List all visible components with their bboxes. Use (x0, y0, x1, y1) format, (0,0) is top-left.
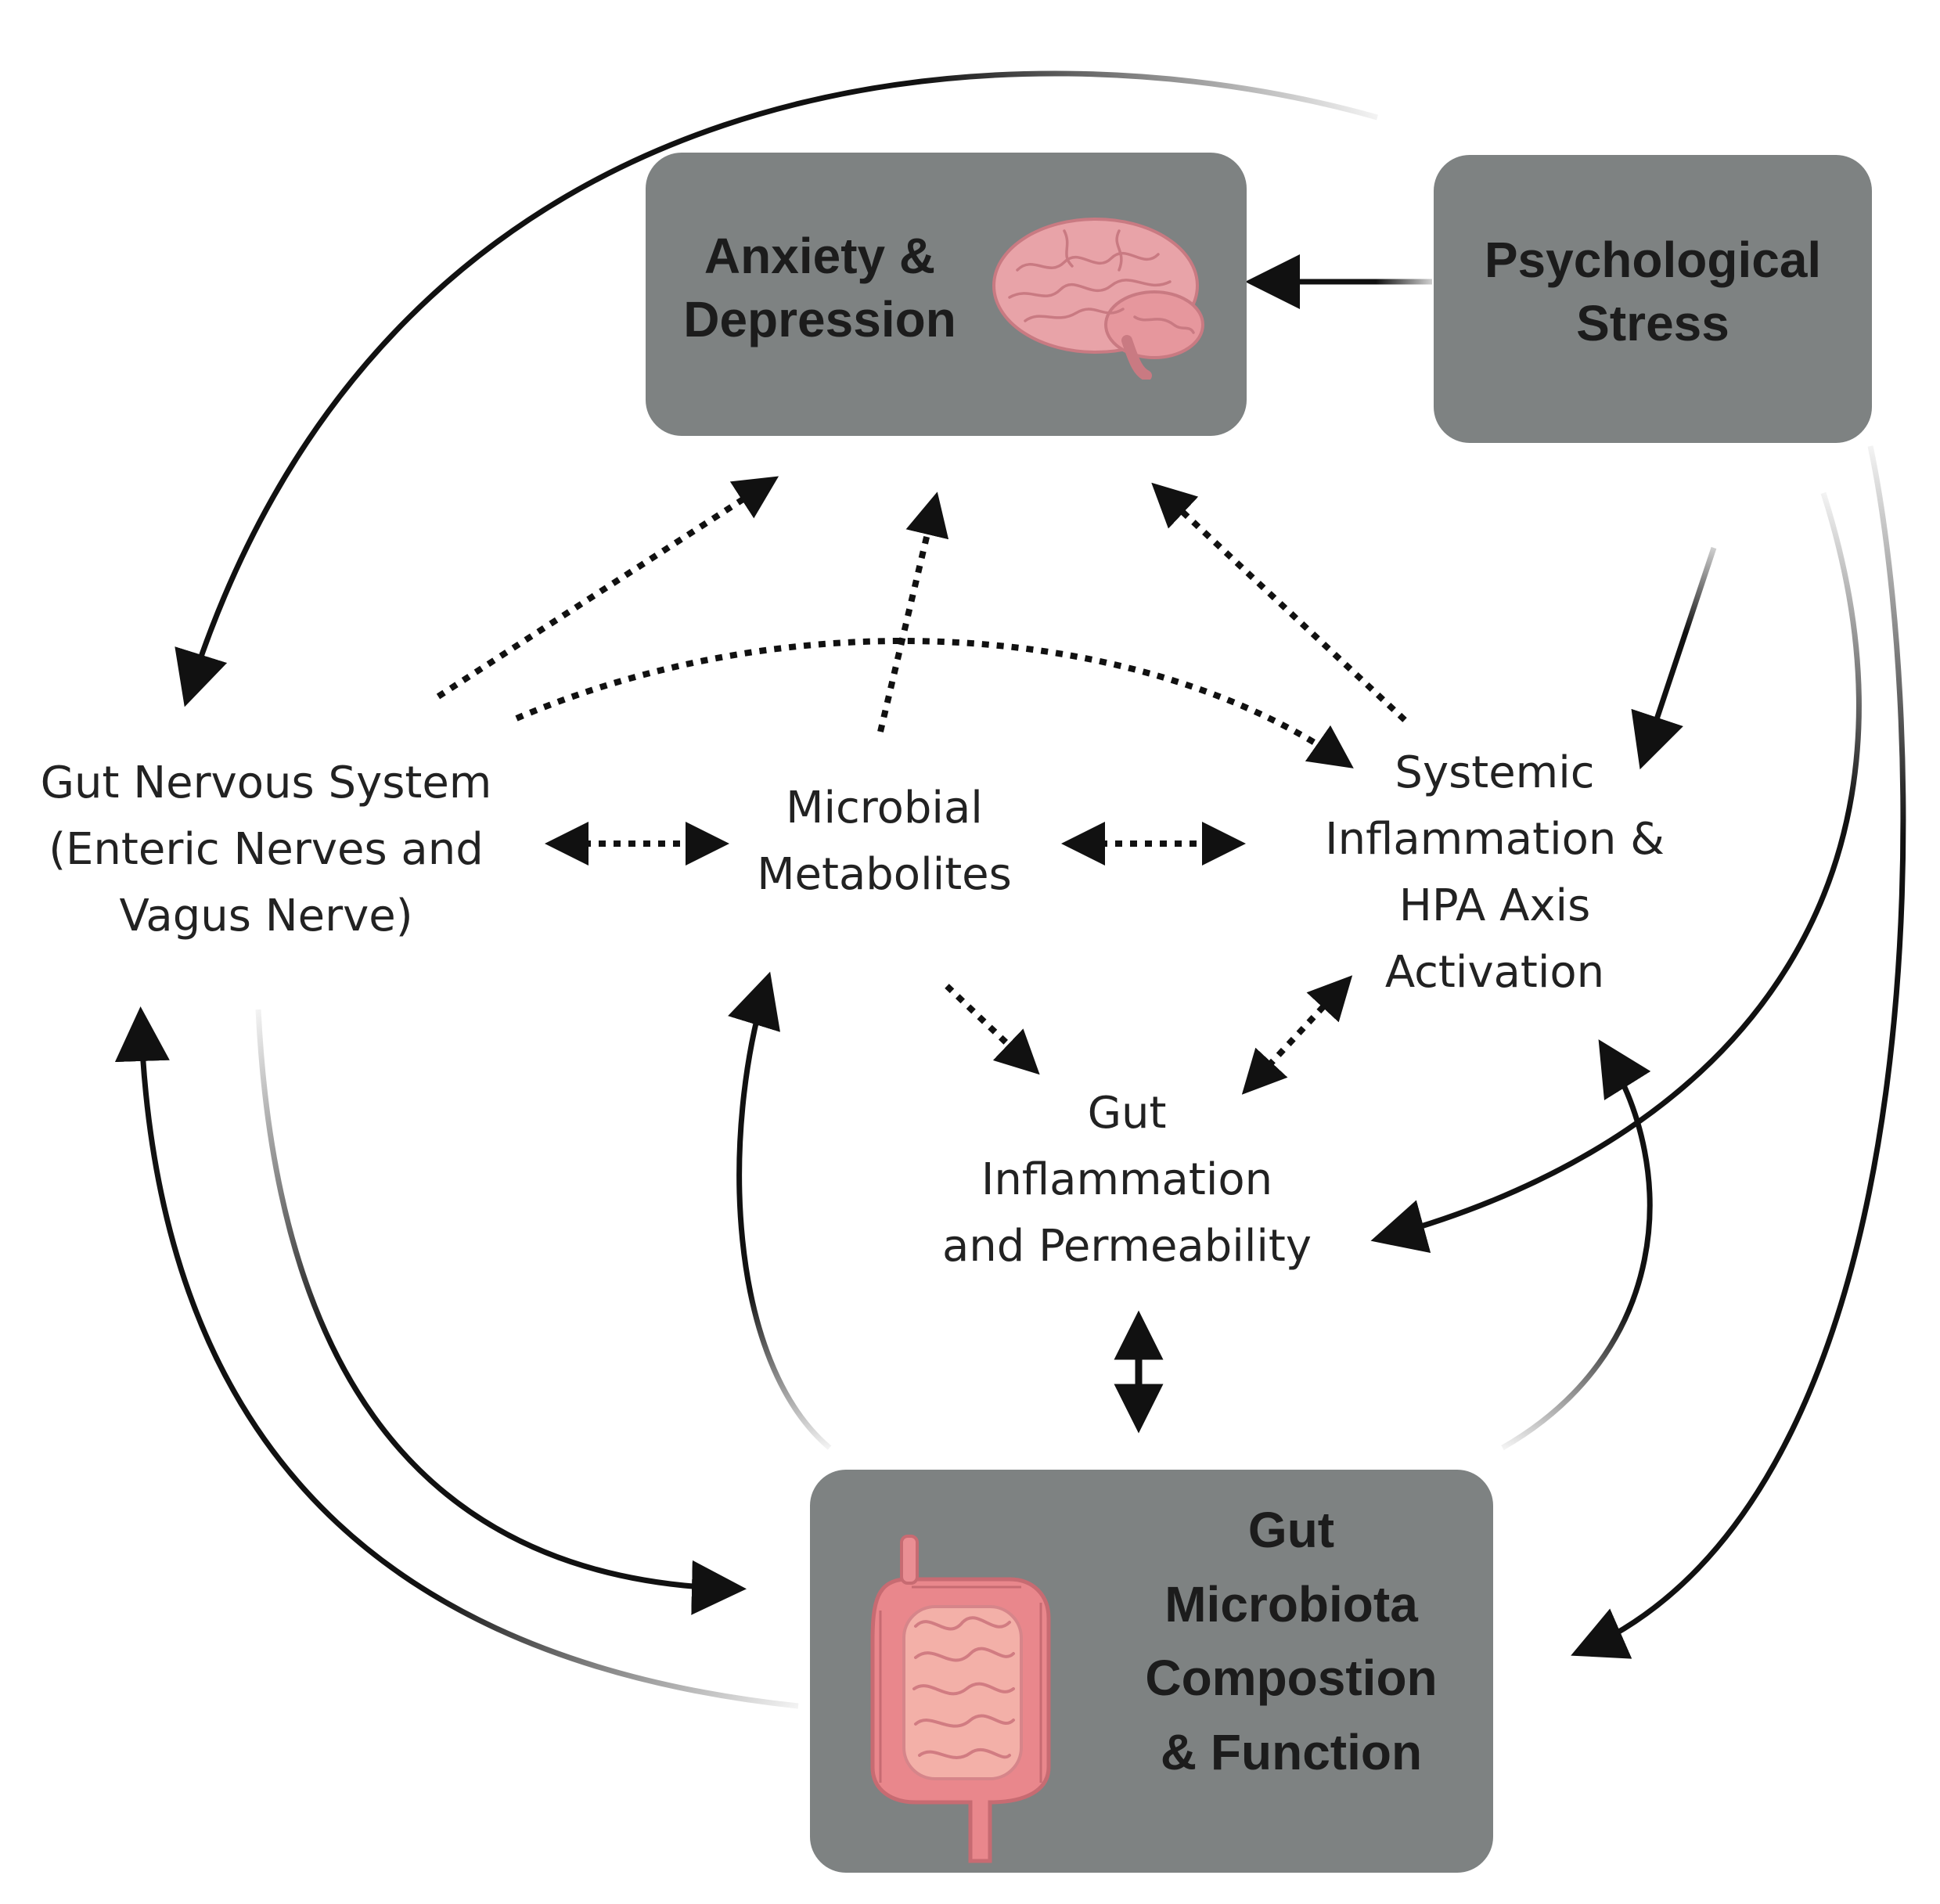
microbiota-title-line-3: Compostion (1145, 1650, 1438, 1707)
metabolites-line-1: Microbial (786, 783, 983, 833)
gut-nervous-line-2: (Enteric Nerves and (49, 824, 484, 876)
arrow-stress-to-gut-nervous (175, 70, 1378, 707)
anxiety-depression-title: Anxiety & Depression (646, 225, 994, 352)
gut-microbiota-title: Gut Microbiota Compostion & Function (1119, 1493, 1463, 1790)
psychological-stress-title: Psychological Stress (1434, 229, 1872, 356)
anxiety-depression-box: Anxiety & Depression (646, 153, 1247, 436)
gut-nervous-line-1: Gut Nervous System (40, 758, 492, 808)
arrow-stress-to-gut-inflammation (1370, 491, 1862, 1254)
anxiety-title-line-1: Anxiety & (704, 228, 936, 284)
dotted-arrow-metabolites-to-gut-inflammation (945, 984, 1040, 1075)
microbiota-title-line-2: Microbiota (1164, 1575, 1418, 1632)
dotted-arrow-gut-nervous-to-systemic (515, 638, 1354, 768)
microbial-metabolites-label: Microbial Metabolites (728, 775, 1041, 908)
arrow-microbiota-to-metabolites (728, 971, 832, 1450)
gut-inflammation-line-3: and Permeability (941, 1221, 1312, 1272)
arrow-microbiota-to-systemic (1501, 1039, 1653, 1451)
systemic-line-3: HPA Axis (1398, 880, 1591, 932)
gut-inflammation-label: Gut Inflammation and Permeability (908, 1080, 1346, 1280)
gut-inflammation-line-1: Gut (1087, 1088, 1167, 1139)
systemic-line-1: Systemic (1395, 747, 1595, 798)
microbiota-title-line-4: & Function (1160, 1724, 1423, 1781)
arrow-microbiota-to-gut-nervous (114, 1006, 799, 1709)
dotted-arrow-gut-inflammation-systemic (1241, 975, 1353, 1095)
gut-nervous-system-label: Gut Nervous System (Enteric Nerves and V… (16, 750, 516, 949)
intestine-icon (870, 1535, 1051, 1863)
gut-nervous-line-3: Vagus Nerve) (119, 891, 413, 942)
stress-title-line-2: Stress (1576, 295, 1729, 352)
arrow-stress-to-systemic (1631, 546, 1717, 770)
brain-icon (992, 218, 1204, 380)
arrow-stress-to-microbiota (1571, 445, 1906, 1659)
metabolites-line-2: Metabolites (757, 849, 1012, 901)
systemic-inflammation-label: Systemic Inflammation & HPA Axis Activat… (1299, 740, 1690, 1006)
systemic-line-4: Activation (1384, 947, 1605, 999)
psychological-stress-box: Psychological Stress (1434, 155, 1872, 443)
systemic-line-2: Inflammation & (1325, 814, 1665, 866)
dotted-arrow-systemic-to-anxiety (1151, 482, 1407, 722)
gut-inflammation-line-2: Inflammation (981, 1154, 1273, 1206)
stress-title-line-1: Psychological (1484, 232, 1822, 288)
dotted-arrow-gut-nervous-to-anxiety (436, 476, 779, 700)
gut-microbiota-box: Gut Microbiota Compostion & Function (810, 1470, 1493, 1873)
microbiota-title-line-1: Gut (1247, 1502, 1335, 1558)
anxiety-title-line-2: Depression (683, 291, 956, 348)
dotted-arrow-metabolites-to-anxiety (877, 491, 949, 732)
arrow-gut-nervous-to-microbiota (255, 1009, 747, 1615)
